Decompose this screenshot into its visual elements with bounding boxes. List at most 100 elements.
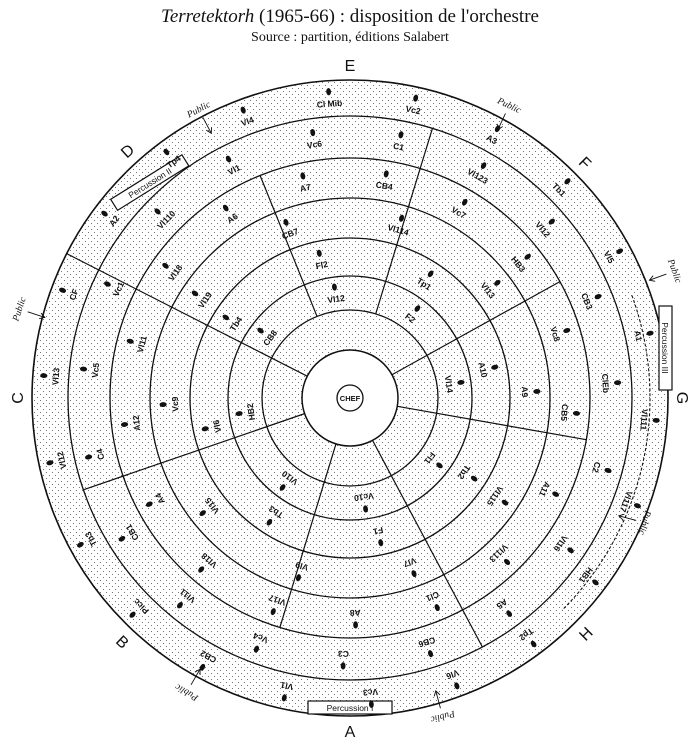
player-dot	[564, 178, 571, 185]
sector-letter-F: F	[575, 154, 594, 173]
seat: A12	[120, 415, 143, 432]
player-dot	[383, 170, 389, 178]
seat-label: A3	[485, 132, 500, 146]
public-arrow	[202, 117, 212, 134]
seat-label: Vl11	[135, 335, 149, 354]
player-dot	[279, 484, 286, 491]
seat-label: Vc8	[548, 325, 562, 343]
player-dot	[104, 281, 111, 287]
public-arrow	[190, 668, 201, 686]
seat: C2	[590, 461, 612, 474]
seat-label: Vl111	[638, 409, 650, 431]
seat-label: Vl1	[279, 680, 294, 693]
seat: CB4	[375, 170, 394, 192]
seat: A8	[349, 608, 361, 629]
player-dot	[118, 535, 126, 542]
ring-boundary-2	[109, 157, 591, 639]
seat: CB6	[417, 635, 437, 658]
player-dot	[461, 198, 468, 206]
seat: A4	[145, 491, 167, 507]
seat-label: Vc9	[170, 396, 181, 412]
seat-label: A12	[131, 415, 143, 432]
player-dot	[652, 418, 660, 423]
inner-public-arc	[561, 295, 651, 611]
seat-label: A9	[520, 386, 530, 397]
seat-label: A8	[349, 608, 360, 618]
player-dot	[552, 491, 560, 497]
sector-divider-2	[391, 281, 561, 376]
sector-divider-8	[259, 175, 318, 317]
player-dot	[427, 270, 434, 278]
seat: Vl13	[40, 367, 61, 386]
seat: Vc2	[405, 94, 422, 116]
seat: A10	[476, 361, 499, 379]
seat: Vl111	[638, 409, 660, 431]
title-rest: (1965-66) : disposition de l'orchestre	[254, 6, 539, 27]
player-dot	[126, 338, 134, 344]
seat-label: Vc5	[90, 362, 102, 378]
player-dot	[270, 608, 276, 616]
seat: Vl6	[201, 419, 223, 434]
player-dot	[235, 411, 243, 417]
player-dot	[198, 566, 205, 573]
player-dot	[101, 210, 108, 217]
conductor-podium: CHEF	[301, 349, 399, 447]
seat-label: Vl6	[211, 419, 223, 434]
percussion-frame	[658, 305, 673, 391]
sector-divider-4	[372, 440, 483, 648]
public-arrow	[618, 515, 637, 521]
player-dot	[436, 462, 443, 469]
seat-label: Vl9	[294, 560, 309, 573]
seat: C1	[392, 131, 405, 153]
seat-label: A7	[299, 182, 312, 194]
seat: HB2	[235, 403, 257, 421]
seat: Vl6	[445, 668, 461, 690]
seat: A9	[520, 386, 541, 398]
player-dot	[454, 682, 460, 690]
public-arrow	[649, 273, 667, 281]
seat: Cl1	[424, 589, 441, 612]
player-dot	[199, 663, 206, 671]
seat-label: C4	[94, 448, 106, 461]
public-arrowhead	[433, 689, 441, 697]
player-dot	[457, 379, 465, 385]
ring-boundary-1	[67, 115, 633, 681]
player-dot	[353, 621, 358, 629]
seat: Vc3	[362, 687, 378, 708]
player-dot	[548, 218, 555, 225]
public-label: Public	[173, 681, 201, 703]
player-dot	[85, 454, 93, 460]
seat-label: Cl Mib	[316, 98, 342, 110]
public-label: Public	[665, 257, 683, 285]
seat: CF	[59, 287, 80, 302]
player-dot	[129, 611, 136, 618]
player-dot	[413, 94, 419, 102]
seat-label: Vl6	[445, 668, 461, 682]
player-dot	[40, 373, 48, 378]
player-dot	[79, 366, 88, 372]
seat-label: A10	[476, 361, 489, 379]
seat-label: C2	[590, 461, 603, 474]
public-label: Public	[495, 96, 523, 116]
player-dot	[222, 204, 229, 212]
conductor-label: CHEF	[340, 394, 361, 403]
player-dot	[480, 162, 487, 169]
seat: A7	[299, 172, 312, 194]
player-dot	[530, 640, 537, 648]
sector-letter-G: G	[673, 392, 690, 404]
seat-label: Vc2	[405, 103, 422, 116]
seat: F1	[372, 525, 384, 547]
seat-label: CB5	[559, 404, 570, 422]
public-arrow	[27, 311, 45, 318]
seat: C3	[338, 649, 349, 670]
player-dot	[154, 208, 161, 215]
public-marker-3: Public	[648, 257, 683, 285]
public-arrowhead	[39, 312, 46, 320]
player-dot	[646, 330, 654, 336]
sector-letter-A: A	[345, 724, 356, 739]
seat-label: Vl12	[55, 450, 69, 469]
public-label: Public	[11, 295, 29, 323]
player-dot	[567, 547, 574, 554]
player-dot	[494, 125, 501, 133]
player-dot	[378, 539, 384, 547]
